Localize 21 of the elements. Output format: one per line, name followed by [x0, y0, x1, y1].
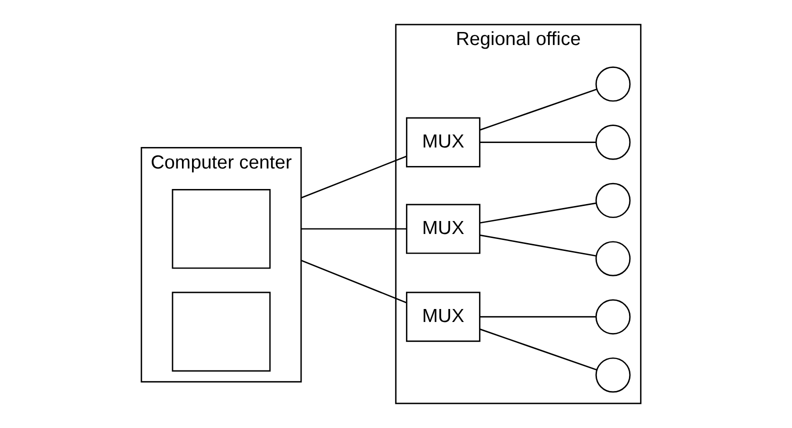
connector	[300, 260, 406, 304]
node-circle	[594, 182, 630, 218]
node-circle	[594, 66, 630, 102]
node-circle	[594, 241, 630, 276]
cluster: Computer center	[140, 147, 302, 382]
connector	[479, 202, 596, 224]
node-box: MUX	[405, 117, 480, 168]
node-box	[171, 292, 270, 372]
connector	[300, 228, 406, 230]
node-circle	[594, 357, 630, 393]
node-box	[171, 188, 270, 269]
connector	[479, 234, 596, 257]
connector	[479, 328, 596, 370]
connector	[300, 156, 406, 199]
node-circle	[594, 124, 630, 160]
connector	[479, 88, 596, 131]
node-circle	[594, 299, 630, 334]
connector	[479, 316, 596, 318]
node-box: MUX	[405, 204, 480, 254]
connector	[479, 142, 596, 143]
node-box: MUX	[405, 292, 480, 342]
